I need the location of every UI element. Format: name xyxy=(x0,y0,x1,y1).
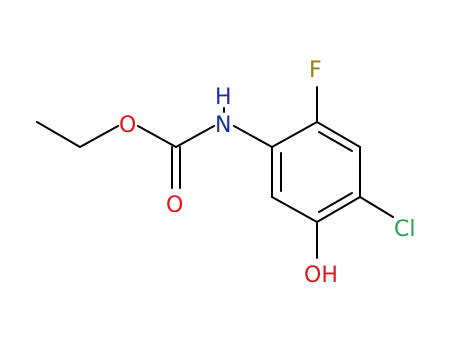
bonds-group xyxy=(36,86,394,259)
ring-bond-c2-c3 xyxy=(316,121,361,148)
bond-ch3-ch2 xyxy=(36,121,81,148)
ring-bond-c5-c6 xyxy=(271,196,318,223)
ring-bond-c1-c2 xyxy=(271,121,318,148)
carbonyl-oxygen-label: O xyxy=(166,193,183,218)
ring-bond-c2-c3-inner xyxy=(318,131,353,152)
atom-labels: F H N O O Cl OH xyxy=(119,58,415,288)
fluorine-label: F xyxy=(309,58,322,83)
amine-nitrogen-label: N xyxy=(215,113,231,138)
bond-ester-o-carbonyl-c xyxy=(137,125,177,148)
bond-ch2-ester-o xyxy=(79,125,119,148)
hydroxyl-label: OH xyxy=(304,263,338,288)
ester-oxygen-label: O xyxy=(119,113,136,138)
bond-c4-cl xyxy=(359,196,394,218)
bond-n-ring xyxy=(233,125,273,148)
bond-carbonyl-c-n xyxy=(175,125,215,148)
chlorine-label: Cl xyxy=(394,217,415,242)
amine-hydrogen-label: H xyxy=(215,85,232,110)
ring-bond-c4-c5 xyxy=(316,196,361,223)
ring-bond-c4-c5-inner xyxy=(318,192,353,213)
